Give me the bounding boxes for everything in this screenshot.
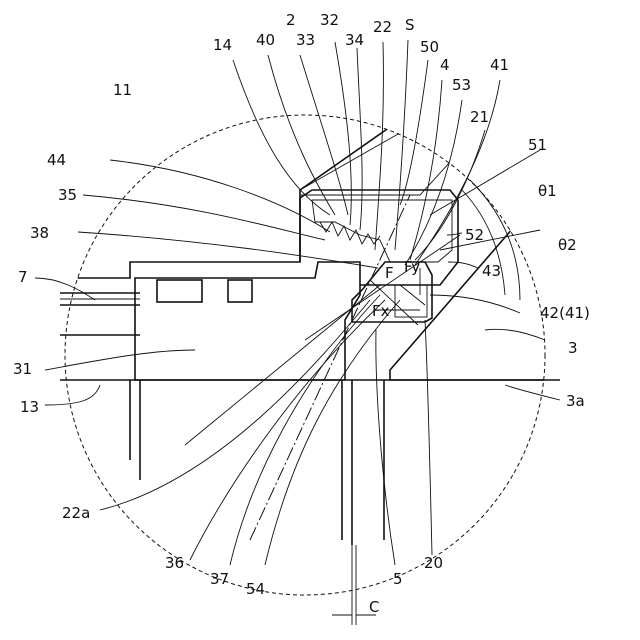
label-32: 32 — [320, 11, 339, 29]
label-50: 50 — [420, 38, 439, 56]
seal-42 — [395, 285, 427, 317]
label-36: 36 — [165, 554, 184, 572]
part-3 — [390, 220, 560, 380]
label-Fy: Fy — [404, 258, 420, 276]
label-13: 13 — [20, 398, 39, 416]
label-37: 37 — [210, 570, 229, 588]
label-51: 51 — [528, 136, 547, 154]
member-2 — [300, 110, 470, 195]
label-11: 11 — [113, 81, 132, 99]
label-Fx: Fx — [372, 302, 390, 320]
label-theta1: θ1 — [538, 182, 557, 200]
label-21: 21 — [470, 108, 489, 126]
label-54: 54 — [246, 580, 265, 598]
label-3: 3 — [568, 339, 578, 357]
label-3a: 3a — [566, 392, 585, 410]
label-14: 14 — [213, 36, 232, 54]
label-22a: 22a — [62, 504, 90, 522]
key-b — [228, 280, 252, 302]
label-F: F — [385, 264, 394, 282]
seal-ring-4 — [312, 200, 452, 262]
label-31: 31 — [13, 360, 32, 378]
label-20: 20 — [424, 554, 443, 572]
label-43: 43 — [482, 262, 501, 280]
thread-34 — [320, 222, 380, 244]
label-5: 5 — [393, 570, 403, 588]
label-53: 53 — [452, 76, 471, 94]
label-4: 4 — [440, 56, 450, 74]
label-34: 34 — [345, 31, 364, 49]
label-22: 22 — [373, 18, 392, 36]
label-44: 44 — [47, 151, 66, 169]
label-7: 7 — [18, 268, 28, 286]
label-42-41: 42(41) — [540, 304, 590, 322]
housing-11 — [60, 60, 400, 278]
label-38: 38 — [30, 224, 49, 242]
label-33: 33 — [296, 31, 315, 49]
label-C: C — [369, 598, 379, 616]
label-2: 2 — [286, 11, 296, 29]
label-theta2: θ2 — [558, 236, 577, 254]
label-40: 40 — [256, 31, 275, 49]
label-52: 52 — [465, 226, 484, 244]
label-S: S — [405, 16, 415, 34]
label-35: 35 — [58, 186, 77, 204]
label-41: 41 — [490, 56, 509, 74]
key-a — [157, 280, 202, 302]
